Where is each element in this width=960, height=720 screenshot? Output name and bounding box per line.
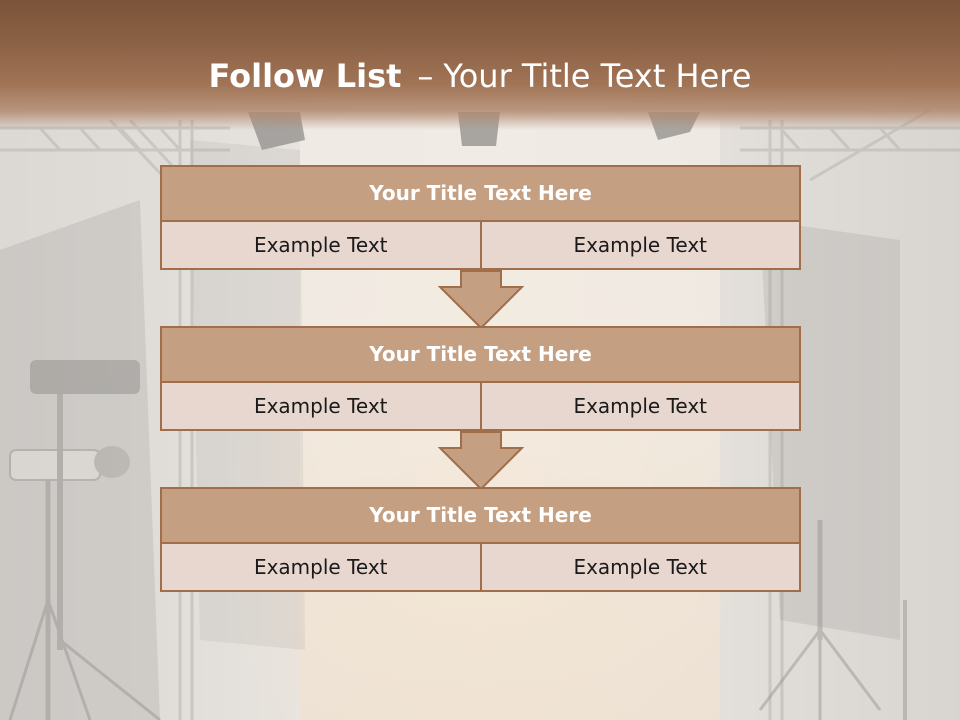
- block-row: Example Text Example Text: [160, 381, 801, 431]
- slide-title: Follow List–Your Title Text Here: [0, 52, 960, 100]
- block-cell-right: Example Text: [479, 381, 801, 431]
- block-cell-right: Example Text: [479, 542, 801, 592]
- slide-title-bold: Follow List: [208, 57, 402, 95]
- block-cell-left: Example Text: [160, 220, 482, 270]
- block-row: Example Text Example Text: [160, 220, 801, 270]
- block-title: Your Title Text Here: [160, 326, 801, 383]
- list-block-2: Your Title Text Here Example Text Exampl…: [160, 326, 801, 431]
- down-arrow-icon: [438, 431, 524, 491]
- list-block-1: Your Title Text Here Example Text Exampl…: [160, 165, 801, 270]
- block-title: Your Title Text Here: [160, 487, 801, 544]
- block-cell-right: Example Text: [479, 220, 801, 270]
- slide-title-rest: Your Title Text Here: [443, 57, 752, 95]
- block-cell-left: Example Text: [160, 542, 482, 592]
- block-title: Your Title Text Here: [160, 165, 801, 222]
- header-bar: [0, 0, 960, 130]
- block-row: Example Text Example Text: [160, 542, 801, 592]
- slide-title-separator: –: [417, 57, 434, 95]
- down-arrow-icon: [438, 270, 524, 330]
- block-cell-left: Example Text: [160, 381, 482, 431]
- list-block-3: Your Title Text Here Example Text Exampl…: [160, 487, 801, 592]
